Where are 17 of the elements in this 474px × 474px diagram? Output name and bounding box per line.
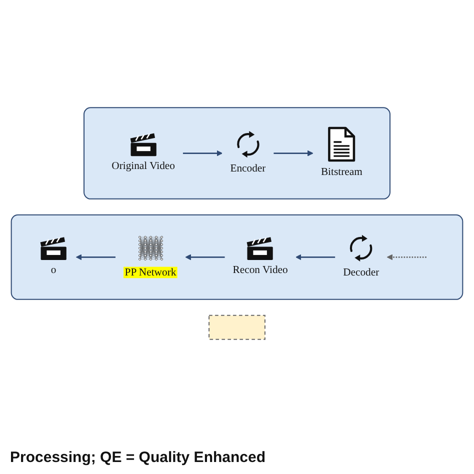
arrow (76, 254, 116, 260)
arrow (274, 150, 314, 156)
node-label: Recon Video (232, 264, 288, 276)
cluster (84, 107, 390, 200)
arrow (182, 150, 222, 156)
arrow (185, 254, 225, 260)
cluster (10, 214, 464, 300)
node-label: Original Video (112, 160, 175, 172)
node-label: Encoder (230, 162, 266, 174)
node-box (208, 314, 266, 340)
caption: Processing; QE = Quality Enhanced (10, 449, 266, 466)
node-label: PP Network (124, 266, 176, 278)
arrow (296, 254, 336, 260)
arrow (386, 254, 426, 260)
node-label: Decoder (343, 266, 380, 278)
node-label: o (50, 264, 56, 276)
node-label: Bitstream (320, 166, 362, 178)
